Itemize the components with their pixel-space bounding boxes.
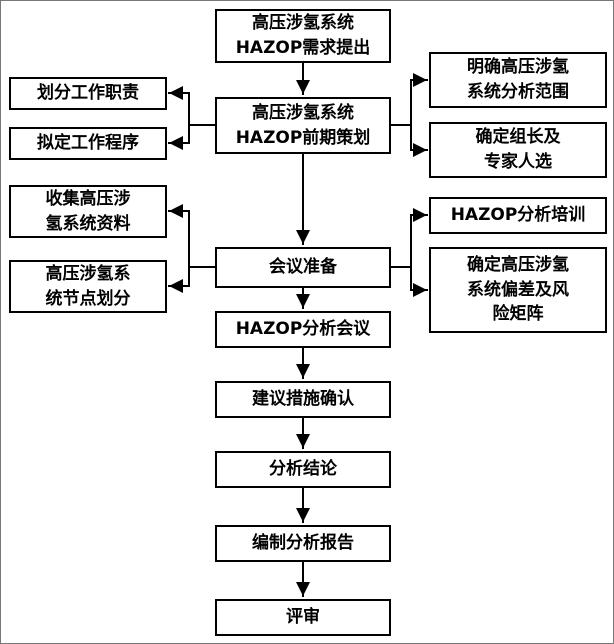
node-node-division: 高压涉氢系 统节点划分 xyxy=(9,260,167,313)
node-hazop-planning: 高压涉氢系统 HAZOP前期策划 xyxy=(215,97,391,154)
node-hazop-requirement: 高压涉氢系统 HAZOP需求提出 xyxy=(215,9,391,63)
node-analysis-scope: 明确高压涉氢 系统分析范围 xyxy=(429,52,607,108)
node-meeting-preparation: 会议准备 xyxy=(215,247,391,288)
node-report-compilation: 编制分析报告 xyxy=(215,525,391,562)
node-deviation-matrix: 确定高压涉氢 系统偏差及风 险矩阵 xyxy=(429,247,607,333)
node-measures-confirm: 建议措施确认 xyxy=(215,381,391,418)
node-analysis-meeting: HAZOP分析会议 xyxy=(215,311,391,348)
node-analysis-conclusion: 分析结论 xyxy=(215,451,391,488)
node-review: 评审 xyxy=(215,599,391,636)
node-work-procedure: 拟定工作程序 xyxy=(9,127,167,160)
node-work-duty: 划分工作职责 xyxy=(9,77,167,110)
node-hazop-training: HAZOP分析培训 xyxy=(429,197,607,234)
node-leader-selection: 确定组长及 专家人选 xyxy=(429,122,607,178)
node-collect-data: 收集高压涉 氢系统资料 xyxy=(9,185,167,238)
